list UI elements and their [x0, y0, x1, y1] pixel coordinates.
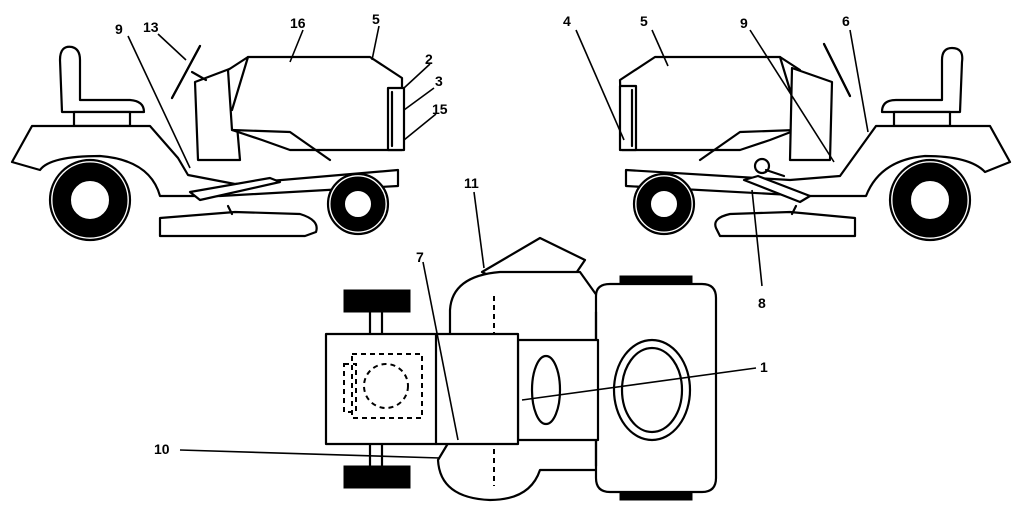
- top-rear-body: [324, 332, 520, 446]
- tractor-left-side-view: 9 13 16 5 2 3 15: [10, 11, 448, 242]
- top-hood-cap: [612, 338, 692, 442]
- callout-8: 8: [758, 295, 766, 311]
- top-rear-tire-lower: [343, 465, 411, 489]
- callout-9-left: 9: [115, 21, 123, 37]
- callout-7: 7: [416, 249, 424, 265]
- callout-5-left: 5: [372, 11, 380, 27]
- top-rear-tire-upper: [343, 289, 411, 313]
- top-seat-outline: [363, 363, 409, 409]
- callout-5-right: 5: [640, 13, 648, 29]
- callout-4: 4: [563, 13, 571, 29]
- callout-15: 15: [432, 101, 448, 117]
- callout-2: 2: [425, 51, 433, 67]
- callout-3: 3: [435, 73, 443, 89]
- left-rear-fender: [10, 124, 400, 198]
- tractor-right-side-view: 4 5 9 6 8: [563, 13, 1012, 311]
- top-steering-wheel: [530, 354, 562, 426]
- right-footrest: [742, 174, 812, 204]
- left-mower-deck: [158, 210, 318, 238]
- left-grille: [386, 86, 406, 152]
- right-dash-tower: [788, 66, 834, 162]
- left-seat-base: [72, 110, 132, 128]
- callout-10: 10: [154, 441, 170, 457]
- right-mower-deck: [714, 210, 857, 238]
- callout-13: 13: [143, 19, 159, 35]
- right-hood: [618, 55, 802, 152]
- callout-16: 16: [290, 15, 306, 31]
- callout-11: 11: [464, 175, 479, 191]
- right-grille: [618, 84, 638, 152]
- tractor-top-view: 11 7 1 10: [154, 175, 768, 502]
- left-hood: [226, 55, 404, 152]
- left-footrest: [188, 176, 282, 202]
- right-rear-fender: [624, 124, 1012, 198]
- callout-6: 6: [842, 13, 850, 29]
- right-seat: [880, 46, 964, 114]
- callout-1: 1: [760, 359, 768, 375]
- right-seat-base: [892, 110, 952, 128]
- left-seat: [58, 45, 146, 114]
- callout-9-right: 9: [740, 15, 748, 31]
